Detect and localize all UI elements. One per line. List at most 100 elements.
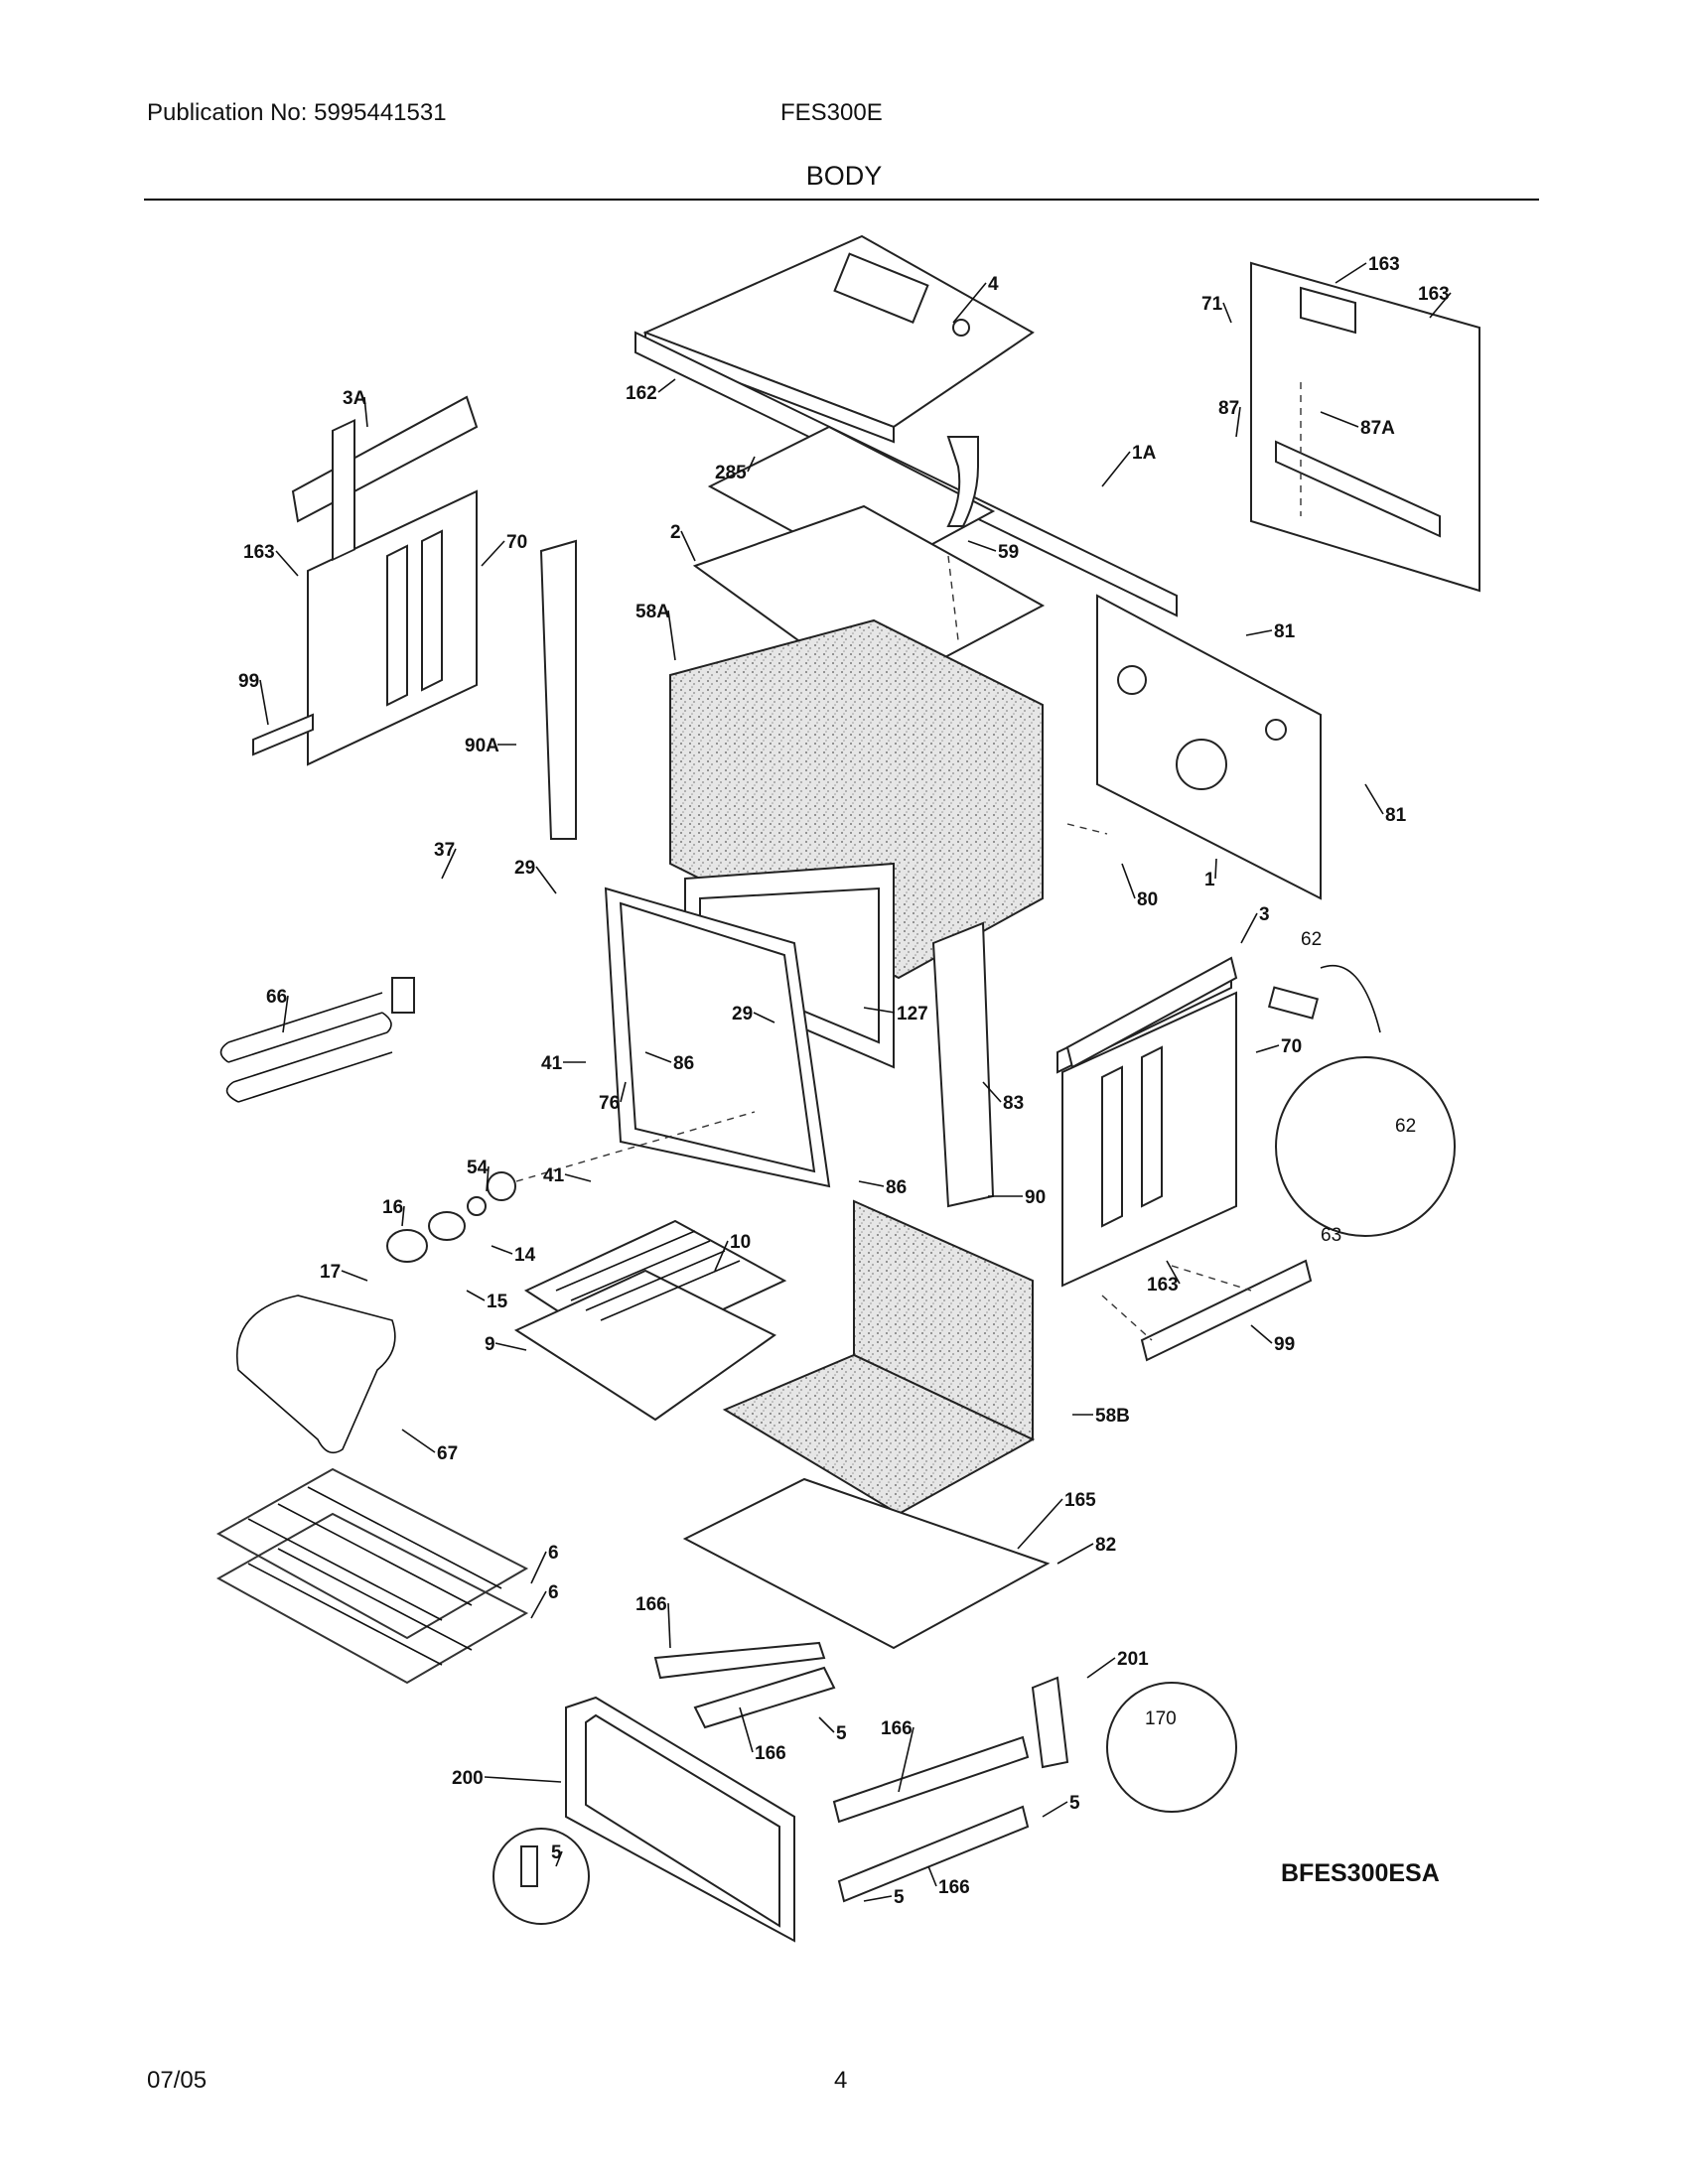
callout-leader bbox=[1101, 451, 1131, 487]
part-callout-15: 15 bbox=[487, 1292, 508, 1312]
part-callout-76: 76 bbox=[599, 1093, 620, 1114]
part-callout-5: 5 bbox=[836, 1723, 847, 1744]
callout-leader bbox=[555, 1850, 563, 1867]
part-callout-63: 63 bbox=[1321, 1225, 1341, 1246]
callout-leader bbox=[259, 679, 269, 726]
callout-leader bbox=[747, 456, 756, 473]
callout-leader bbox=[952, 282, 987, 324]
part-callout-58b: 58B bbox=[1095, 1406, 1130, 1427]
callout-leader bbox=[620, 1081, 627, 1103]
part-callout-59: 59 bbox=[998, 542, 1019, 563]
callout-leader bbox=[341, 1270, 368, 1282]
callout-leader bbox=[1214, 858, 1217, 880]
part-callout-6: 6 bbox=[548, 1582, 559, 1603]
header-rule bbox=[144, 199, 1539, 201]
part-callout-1: 1 bbox=[1204, 870, 1215, 890]
callout-leader bbox=[1245, 629, 1273, 636]
lower-insulation bbox=[722, 1199, 1036, 1516]
side-trim-90 bbox=[931, 921, 995, 1208]
callout-leader bbox=[657, 378, 676, 393]
callout-leader bbox=[967, 540, 997, 552]
part-callout-58a: 58A bbox=[635, 602, 670, 622]
drawer-slide-2 bbox=[693, 1666, 836, 1729]
part-callout-71: 71 bbox=[1201, 294, 1223, 315]
callout-leader bbox=[401, 1205, 405, 1227]
part-callout-41: 41 bbox=[543, 1165, 565, 1186]
drawer-slide-3 bbox=[832, 1735, 1030, 1824]
top-panel bbox=[642, 234, 1035, 444]
callout-leader bbox=[863, 1007, 896, 1014]
callout-leader bbox=[644, 1051, 672, 1063]
part-callout-200: 200 bbox=[452, 1768, 484, 1789]
part-callout-82: 82 bbox=[1095, 1535, 1116, 1556]
callout-leader bbox=[818, 1716, 835, 1733]
model-number: FES300E bbox=[780, 99, 883, 126]
part-callout-66: 66 bbox=[266, 987, 287, 1008]
part-callout-170: 170 bbox=[1145, 1708, 1177, 1729]
part-callout-62: 62 bbox=[1395, 1116, 1416, 1137]
bake-element bbox=[219, 977, 415, 1103]
callout-leader bbox=[535, 866, 557, 894]
callout-leader bbox=[275, 550, 299, 577]
callout-leader bbox=[858, 1180, 885, 1187]
callout-leader bbox=[1235, 406, 1241, 438]
part-callout-80: 80 bbox=[1137, 889, 1158, 910]
part-callout-99: 99 bbox=[238, 671, 259, 692]
broil-element bbox=[236, 1295, 396, 1454]
part-callout-14: 14 bbox=[514, 1245, 536, 1266]
part-callout-5: 5 bbox=[894, 1887, 905, 1908]
oven-light-assembly bbox=[386, 1171, 516, 1263]
callout-leader bbox=[481, 540, 505, 567]
part-callout-5: 5 bbox=[1069, 1793, 1080, 1814]
callout-leader bbox=[739, 1706, 754, 1753]
callout-leader bbox=[898, 1726, 914, 1793]
part-callout-3: 3 bbox=[1259, 904, 1270, 925]
alignment-guides bbox=[515, 382, 1302, 1341]
back-panel bbox=[1096, 594, 1322, 900]
callout-leader bbox=[441, 848, 457, 880]
leveler-detail bbox=[492, 1828, 590, 1925]
part-callout-3a: 3A bbox=[343, 388, 367, 409]
callout-leader bbox=[927, 1865, 937, 1887]
callout-leader bbox=[491, 1245, 513, 1255]
terminal-block bbox=[1267, 986, 1320, 1020]
part-callout-163: 163 bbox=[1368, 254, 1400, 275]
part-callout-87a: 87A bbox=[1360, 418, 1395, 439]
part-callout-127: 127 bbox=[897, 1004, 928, 1024]
callout-leader bbox=[363, 396, 368, 428]
callout-leader bbox=[1429, 292, 1452, 319]
rail-99-left bbox=[252, 713, 314, 756]
part-callout-54: 54 bbox=[467, 1158, 489, 1178]
part-callout-37: 37 bbox=[434, 840, 455, 861]
oven-racks bbox=[215, 1467, 529, 1685]
callout-leader bbox=[282, 995, 289, 1033]
part-callout-81: 81 bbox=[1385, 805, 1407, 826]
part-callout-201: 201 bbox=[1117, 1649, 1149, 1670]
diagram-code: BFES300ESA bbox=[1281, 1859, 1440, 1887]
rail-99-right bbox=[1140, 1259, 1313, 1362]
callout-leader bbox=[401, 1429, 436, 1453]
part-callout-17: 17 bbox=[320, 1262, 341, 1283]
callout-leader bbox=[1335, 262, 1367, 284]
drawer-slide-1 bbox=[653, 1641, 826, 1680]
callout-leader bbox=[1017, 1498, 1063, 1550]
part-callout-29: 29 bbox=[732, 1004, 753, 1024]
part-callout-4: 4 bbox=[988, 274, 999, 295]
part-callout-163: 163 bbox=[243, 542, 275, 563]
callout-leader bbox=[680, 530, 696, 562]
callout-leader bbox=[1250, 1324, 1273, 1344]
bracket-3 bbox=[1065, 956, 1238, 1069]
part-callout-166: 166 bbox=[755, 1743, 786, 1764]
callout-leader bbox=[564, 1173, 592, 1182]
callout-leader bbox=[1056, 1543, 1094, 1565]
rear-wrap-panel bbox=[1250, 261, 1480, 593]
part-callout-67: 67 bbox=[437, 1443, 458, 1464]
callout-leader bbox=[714, 1240, 729, 1272]
callout-leader bbox=[1240, 912, 1258, 944]
callout-leader bbox=[1320, 411, 1359, 428]
part-callout-9: 9 bbox=[485, 1334, 495, 1355]
part-callout-166: 166 bbox=[881, 1718, 913, 1739]
part-callout-70: 70 bbox=[1281, 1036, 1302, 1057]
oven-bottom-base bbox=[682, 1477, 1051, 1650]
